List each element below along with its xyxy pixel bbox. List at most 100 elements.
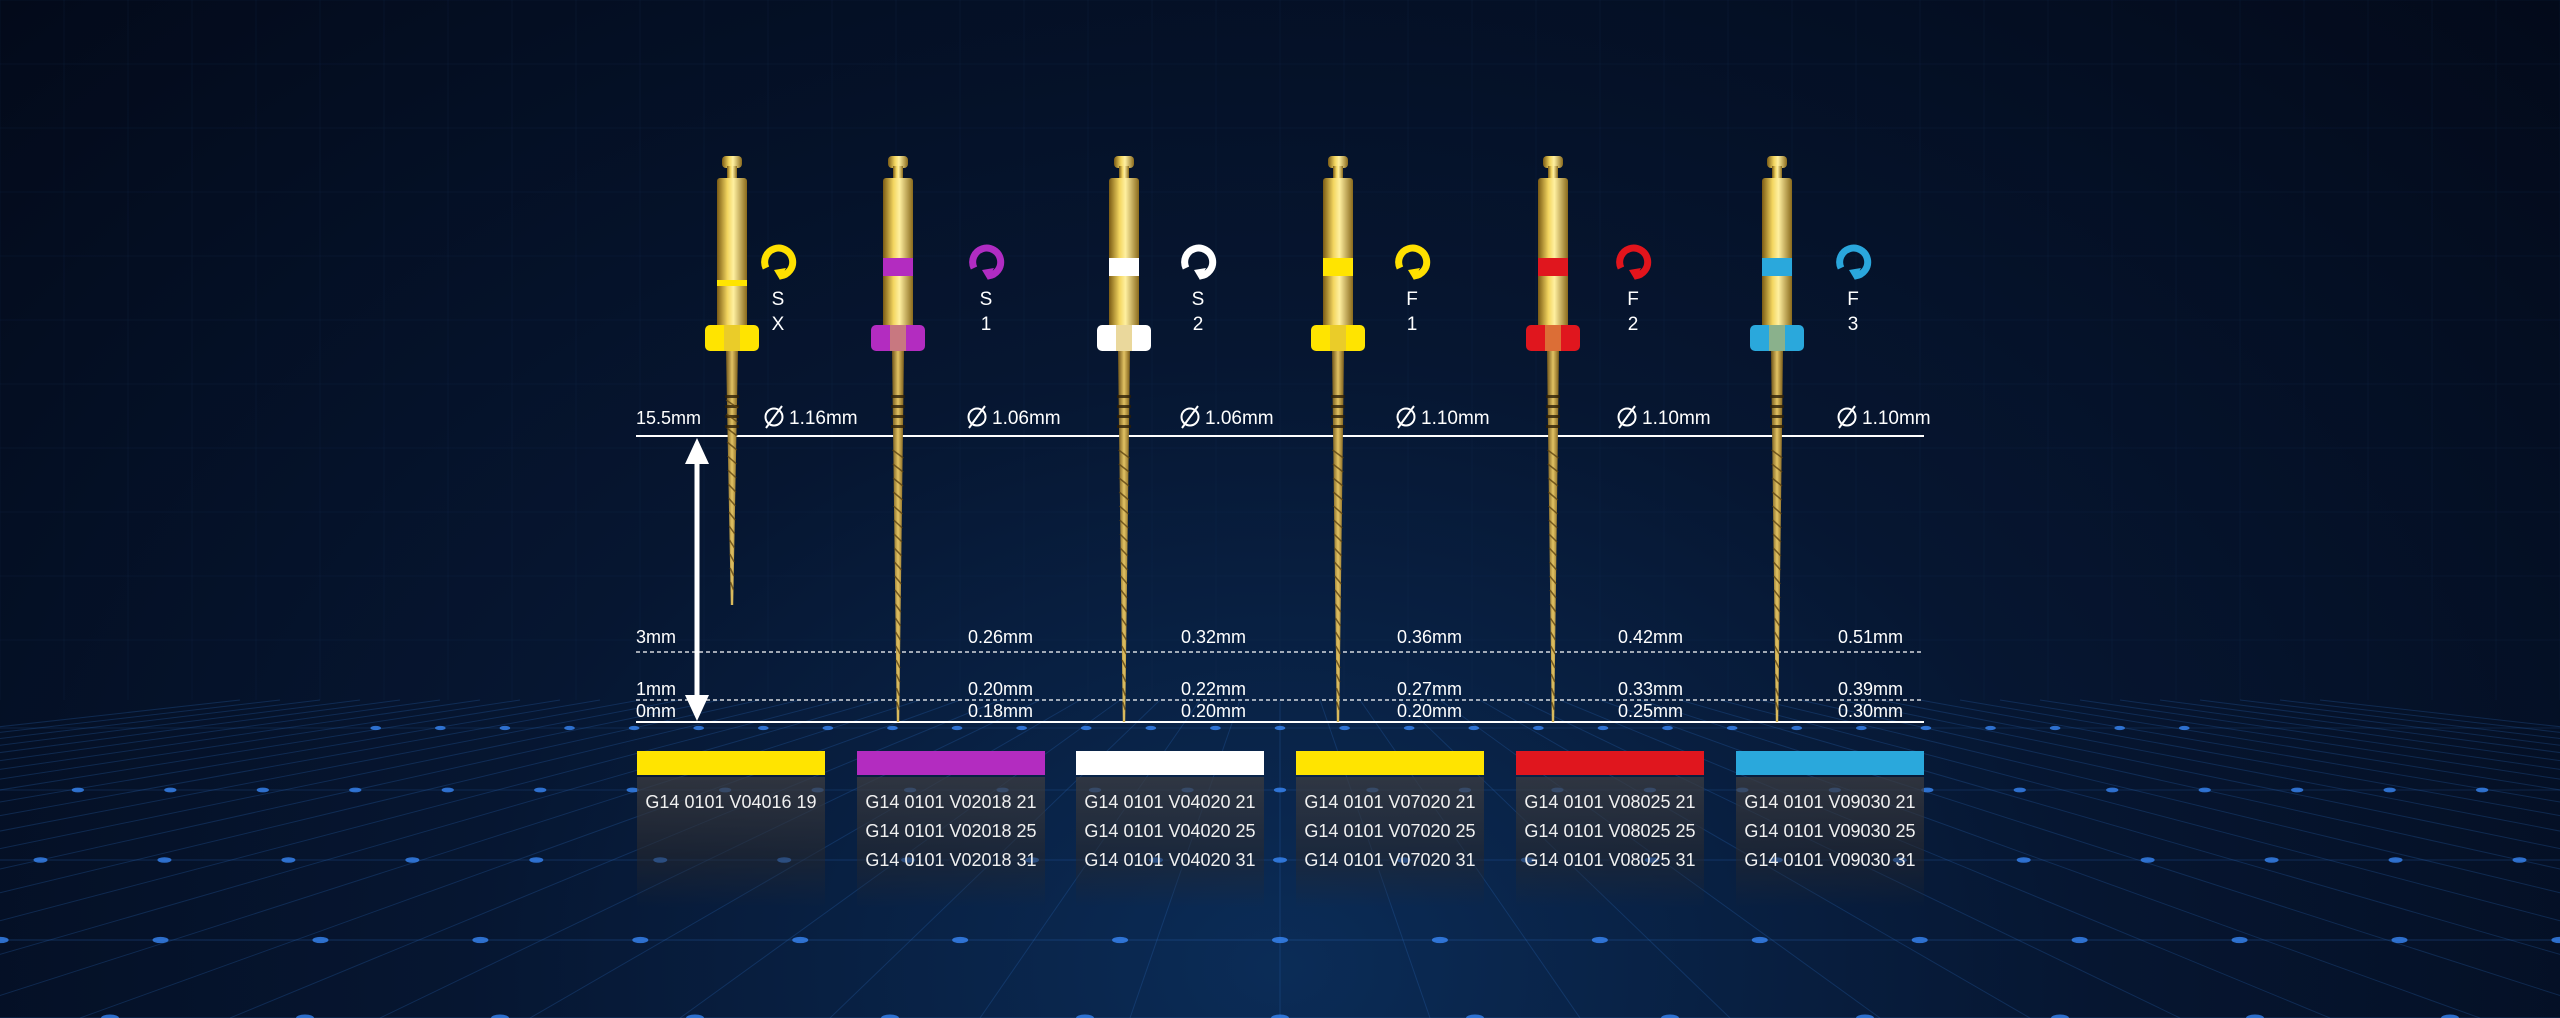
floor-grid-line xyxy=(0,699,561,791)
file-depth-mark xyxy=(1770,425,1784,428)
file-flute xyxy=(893,505,903,515)
floor-glow-dot xyxy=(1271,936,1289,944)
file-flute xyxy=(1332,477,1344,487)
taper-3mm-value: 0.36mm xyxy=(1397,627,1462,647)
file-flute xyxy=(1549,631,1557,641)
file-depth-mark xyxy=(725,405,739,408)
floor-glow-dot xyxy=(628,725,640,731)
file-flute xyxy=(1334,603,1342,613)
floor-glow-dot xyxy=(529,857,544,863)
file-flute xyxy=(1121,659,1127,669)
file-flute xyxy=(893,561,903,571)
file-handle-cap xyxy=(888,156,908,168)
file-depth-mark xyxy=(1770,395,1784,398)
file-name-letter: F xyxy=(1406,289,1418,310)
file-flute xyxy=(1333,519,1343,529)
file-flute xyxy=(1333,547,1343,557)
file-handle-neck xyxy=(1333,166,1343,180)
file-flute xyxy=(1774,659,1780,669)
file-flute xyxy=(895,701,901,711)
file-flute xyxy=(1119,519,1129,529)
file-name-letter: F xyxy=(1627,289,1639,310)
level-label-0mm: 0mm xyxy=(636,701,676,721)
diameter-symbol-icon xyxy=(1617,405,1637,429)
diameter-symbol-icon xyxy=(967,405,987,429)
file-flute xyxy=(726,427,738,437)
file-depth-mark xyxy=(891,425,905,428)
floor-grid-line xyxy=(1839,699,2560,850)
floor-glow-dot xyxy=(2388,857,2403,863)
floor-glow-dot xyxy=(1911,936,1928,944)
taper-1mm-value: 0.22mm xyxy=(1181,679,1246,699)
file-flute xyxy=(1120,589,1128,599)
floor-glow-dot xyxy=(1661,1014,1679,1018)
file-flute xyxy=(1548,561,1558,571)
product-code: G14 0101 V04020 31 xyxy=(1084,850,1256,870)
product-code: G14 0101 V02018 25 xyxy=(865,821,1037,841)
floor-glow-dot xyxy=(887,725,898,731)
level-label-1mm: 1mm xyxy=(636,679,676,699)
file-flute xyxy=(1120,617,1128,627)
file-flute xyxy=(1774,645,1780,655)
file-flute xyxy=(1121,687,1127,697)
product-code: G14 0101 V04020 21 xyxy=(1084,792,1256,812)
floor-glow-dot xyxy=(2383,787,2396,793)
file-color-bar xyxy=(1296,751,1484,775)
floor-glow-dot xyxy=(1272,857,1288,863)
file-flute xyxy=(895,687,901,697)
floor-glow-dot xyxy=(152,936,169,944)
double-arrow-icon xyxy=(685,438,709,721)
file-depth-mark xyxy=(1117,395,1131,398)
floor-glow-dot xyxy=(1726,725,1738,731)
floor-grid-line xyxy=(0,699,641,817)
file-flute xyxy=(1332,491,1344,501)
floor-glow-dot xyxy=(1076,1014,1094,1018)
floor-glow-dot xyxy=(2051,1014,2069,1018)
file-flute xyxy=(893,519,903,529)
file-flute xyxy=(725,399,739,409)
floor-glow-dot xyxy=(1112,936,1129,944)
floor-glow-dot xyxy=(792,936,809,944)
file-flute xyxy=(1332,463,1344,473)
floor-glow-dot xyxy=(1855,725,1867,731)
file-flute xyxy=(726,413,738,423)
product-code: G14 0101 V08025 21 xyxy=(1524,792,1696,812)
file-depth-mark xyxy=(1770,405,1784,408)
product-code: G14 0101 V04020 25 xyxy=(1084,821,1256,841)
file-flute xyxy=(1335,673,1341,683)
file-flute xyxy=(728,525,736,535)
file-flute xyxy=(1774,687,1780,697)
floor-grid-line xyxy=(0,699,481,770)
file-flute xyxy=(1118,477,1130,487)
file-flute xyxy=(1550,701,1556,711)
file-flute xyxy=(728,539,736,549)
file-flute xyxy=(1772,505,1782,515)
floor-glow-dot xyxy=(1662,725,1673,731)
file-flute xyxy=(1548,505,1558,515)
floor-glow-dot xyxy=(2140,857,2155,863)
file-depth-mark xyxy=(1546,395,1560,398)
diameter-symbol-icon xyxy=(1180,405,1200,429)
floor-glow-dot xyxy=(2291,787,2304,793)
file-flute xyxy=(1549,603,1557,613)
floor-grid-line xyxy=(1999,699,2560,791)
floor-glow-dot xyxy=(1466,1014,1484,1018)
floor-grid-line xyxy=(1879,699,2560,832)
file-color-band xyxy=(717,280,747,286)
file-flute xyxy=(728,511,736,521)
file-depth-mark xyxy=(891,415,905,418)
file-collar-shine xyxy=(1330,325,1346,351)
rotation-ring-icon xyxy=(761,244,797,280)
rotation-ring-icon xyxy=(1395,244,1431,280)
floor-glow-dot xyxy=(2391,936,2408,944)
floor-glow-dot xyxy=(441,787,454,793)
file-depth-mark xyxy=(1546,415,1560,418)
file-flute xyxy=(1773,575,1781,585)
product-code: G14 0101 V09030 25 xyxy=(1744,821,1916,841)
